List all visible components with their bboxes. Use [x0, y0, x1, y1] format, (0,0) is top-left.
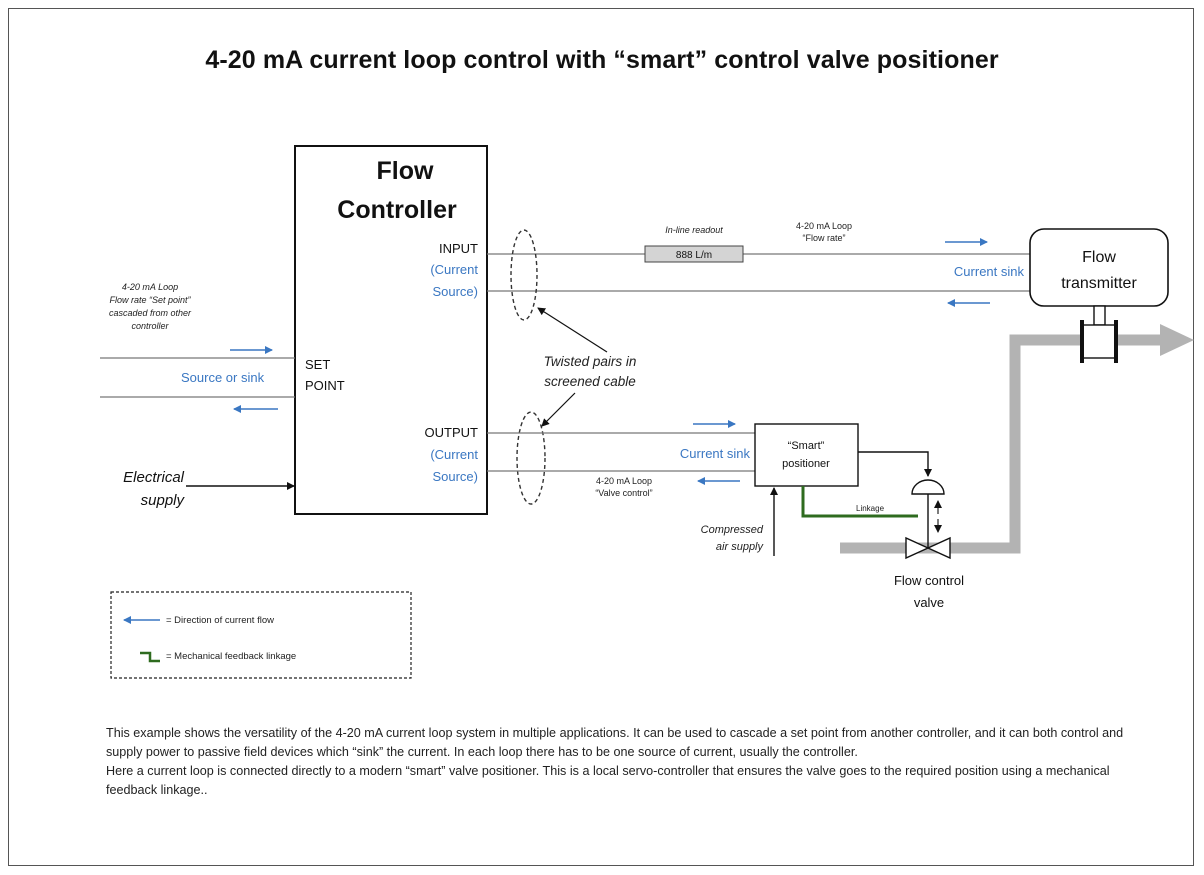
- legend-current-text: = Direction of current flow: [166, 615, 274, 626]
- mechanical-feedback-linkage: [801, 486, 918, 518]
- flow-loop-mode: Current sink: [954, 264, 1025, 279]
- cable-ellipse-output: [516, 411, 546, 505]
- electrical-supply-1: Electrical: [123, 469, 185, 486]
- inline-readout-display: [644, 245, 744, 263]
- valve-actuator: [911, 479, 945, 495]
- setpoint-loop-text-4: controller: [131, 321, 169, 331]
- air-supply-label-2: air supply: [716, 541, 765, 553]
- cable-pointer-output: [541, 392, 576, 427]
- input-label: INPUT: [439, 241, 478, 256]
- positioner-label-2: positioner: [782, 458, 830, 470]
- electrical-supply-2: supply: [141, 492, 186, 509]
- controller-title-2: Controller: [337, 196, 457, 224]
- flow-loop-text-2: “Flow rate”: [802, 233, 845, 243]
- setpoint-loop-mode: Source or sink: [181, 370, 265, 385]
- flow-controller-box: [294, 145, 488, 515]
- smart-positioner-box: [754, 423, 859, 487]
- legend-box: [110, 591, 412, 679]
- linkage-label: Linkage: [856, 504, 885, 513]
- output-label: OUTPUT: [425, 425, 479, 440]
- positioner-label-1: “Smart”: [788, 440, 825, 452]
- valve-loop-mode: Current sink: [680, 446, 751, 461]
- transmitter-label-1: Flow: [1082, 249, 1116, 266]
- flow-loop-text-1: 4-20 mA Loop: [796, 221, 852, 231]
- air-supply-label-1: Compressed: [701, 524, 764, 536]
- output-type-1: (Current: [430, 447, 478, 462]
- actuator-signal-line: [858, 451, 932, 477]
- setpoint-loop-text-1: 4-20 mA Loop: [122, 282, 178, 292]
- valve-body: [905, 536, 951, 560]
- setpoint-label-1: SET: [305, 357, 330, 372]
- flowmeter-body: [1081, 324, 1117, 359]
- inline-readout-label: In-line readout: [665, 225, 723, 235]
- setpoint-loop-text-3: cascaded from other: [109, 308, 192, 318]
- diagram-frame: [8, 8, 1194, 866]
- pipe-flow-arrow: [1160, 324, 1194, 356]
- description-para-2: Here a current loop is connected directl…: [106, 764, 1110, 797]
- legend-linkage-text: = Mechanical feedback linkage: [166, 651, 296, 662]
- cable-pointer-input: [537, 307, 608, 353]
- transmitter-stem: [1093, 305, 1106, 326]
- page-title: 4-20 mA current loop control with “smart…: [205, 46, 999, 74]
- description: This example shows the versatility of th…: [106, 724, 1146, 800]
- inline-readout-value: 888 L/m: [676, 250, 712, 261]
- cable-label-2: screened cable: [544, 374, 636, 389]
- cable-ellipse-input: [510, 229, 538, 321]
- valve-label-2: valve: [914, 595, 944, 610]
- output-type-2: Source): [432, 469, 478, 484]
- valve-loop-text-2: “Valve control”: [595, 488, 652, 498]
- valve-loop-text-1: 4-20 mA Loop: [596, 476, 652, 486]
- transmitter-label-2: transmitter: [1061, 275, 1137, 292]
- input-type-2: Source): [432, 284, 478, 299]
- legend-linkage-symbol: [140, 651, 160, 663]
- controller-title-1: Flow: [377, 157, 434, 185]
- description-para-1: This example shows the versatility of th…: [106, 726, 1124, 759]
- input-type-1: (Current: [430, 262, 478, 277]
- valve-label-1: Flow control: [894, 573, 964, 588]
- cable-label-1: Twisted pairs in: [544, 354, 637, 369]
- flow-transmitter-box: [1029, 228, 1169, 307]
- setpoint-label-2: POINT: [305, 378, 345, 393]
- setpoint-loop-text-2: Flow rate “Set point”: [109, 295, 191, 305]
